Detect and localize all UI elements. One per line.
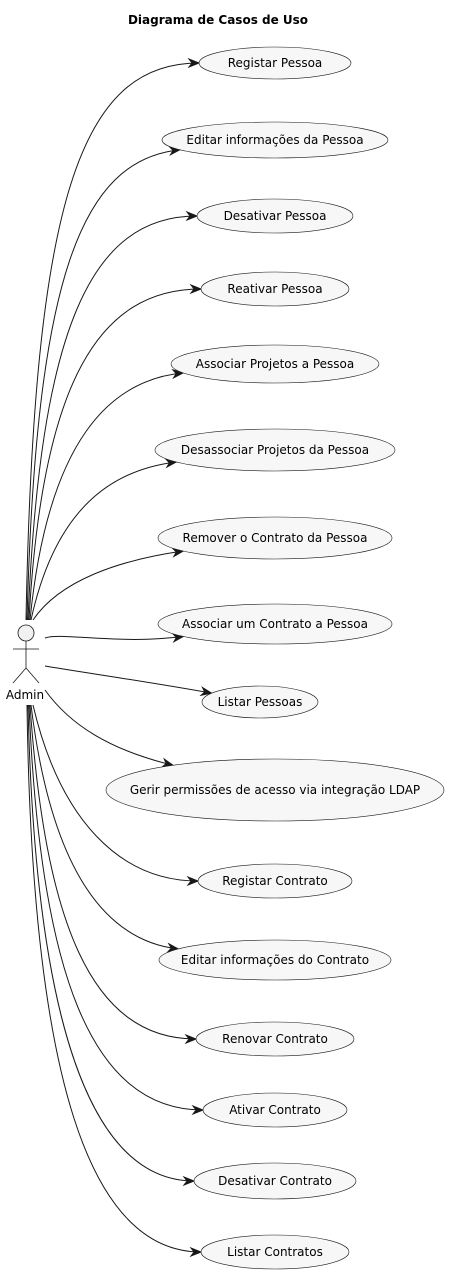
arrow-head-listar-pessoas [199,686,213,697]
association-remover-o-contrato-da-pessoa [32,550,184,621]
actor-label: Admin [6,688,44,702]
use-case-editar-informacoes-da-pessoa [161,121,389,159]
use-case-editar-informacoes-do-contrato [158,939,392,981]
association-reativar-pessoa [28,288,202,621]
use-case-label-associar-um-contrato-a-pessoa: Associar um Contrato a Pessoa [182,617,368,631]
use-case-label-listar-contratos: Listar Contratos [227,1245,323,1259]
use-case-renovar-contrato [195,1021,355,1057]
use-case-listar-contratos [200,1234,350,1270]
actor-admin: Admin [6,624,44,702]
use-case-label-desativar-pessoa: Desativar Pessoa [224,209,327,223]
actor-left-leg [12,667,27,684]
association-registar-pessoa [25,62,200,621]
use-case-listar-pessoas [201,685,319,719]
arrow-head-reativar-pessoa [189,283,203,295]
use-case-label-editar-informacoes-do-contrato: Editar informações do Contrato [181,953,369,967]
arrow-head-registar-contrato [186,875,200,887]
arrow-head-ativar-contrato [191,1104,205,1116]
use-case-desassociar-projetos-da-pessoa [154,428,396,472]
association-desativar-contrato [27,704,195,1182]
arrow-head-renovar-contrato [184,1033,198,1045]
arrow-head-registar-pessoa [187,57,201,69]
actor-right-leg [25,667,40,684]
association-editar-informacoes-da-pessoa [26,149,181,621]
use-case-desativar-pessoa [196,198,354,234]
association-listar-contratos [26,704,202,1253]
arrow-head-desativar-pessoa [185,210,199,222]
use-case-reativar-pessoa [200,271,350,307]
association-renovar-contrato [29,704,197,1040]
use-case-associar-projetos-a-pessoa [170,344,380,384]
use-case-label-registar-contrato: Registar Contrato [222,874,328,888]
arrow-head-associar-projetos-a-pessoa [171,368,185,380]
association-listar-pessoas [44,665,212,694]
use-case-registar-pessoa [198,46,352,80]
use-case-label-listar-pessoas: Listar Pessoas [218,695,303,709]
use-case-remover-o-contrato-da-pessoa [157,516,393,560]
use-case-label-renovar-contrato: Renovar Contrato [222,1032,328,1046]
association-editar-informacoes-do-contrato [30,704,179,950]
association-ativar-contrato [28,704,204,1111]
arrow-head-listar-contratos [189,1246,203,1258]
associations [25,57,213,1258]
use-case-gerir-permissoes-de-acesso-via-integracao-ldap [105,758,445,822]
use-case-registar-contrato [197,863,353,899]
association-associar-um-contrato-a-pessoa [44,635,184,640]
use-case-label-desativar-contrato: Desativar Contrato [218,1174,332,1188]
use-case-ativar-contrato [202,1092,348,1128]
use-case-label-registar-pessoa: Registar Pessoa [228,56,323,70]
use-case-label-desassociar-projetos-da-pessoa: Desassociar Projetos da Pessoa [181,443,369,457]
association-desativar-pessoa [27,215,198,621]
arrow-head-desativar-contrato [182,1175,196,1187]
use-case-desativar-contrato [193,1162,357,1200]
association-associar-projetos-a-pessoa [29,372,184,621]
use-case-label-gerir-permissoes-de-acesso-via-integracao-ldap: Gerir permissões de acesso via integraçã… [130,783,420,797]
association-desassociar-projetos-da-pessoa [30,461,177,621]
use-case-label-editar-informacoes-da-pessoa: Editar informações da Pessoa [186,133,363,147]
actor-head [17,624,35,642]
diagram-title: Diagrama de Casos de Uso [128,13,308,27]
use-case-label-reativar-pessoa: Reativar Pessoa [227,282,322,296]
association-gerir-permissoes-de-acesso-via-integracao-ldap [44,689,174,766]
use-case-label-associar-projetos-a-pessoa: Associar Projetos a Pessoa [196,357,355,371]
association-registar-contrato [32,704,199,882]
use-case-label-remover-o-contrato-da-pessoa: Remover o Contrato da Pessoa [183,531,368,545]
use-case-label-ativar-contrato: Ativar Contrato [229,1103,321,1117]
use-case-associar-um-contrato-a-pessoa [157,603,393,645]
